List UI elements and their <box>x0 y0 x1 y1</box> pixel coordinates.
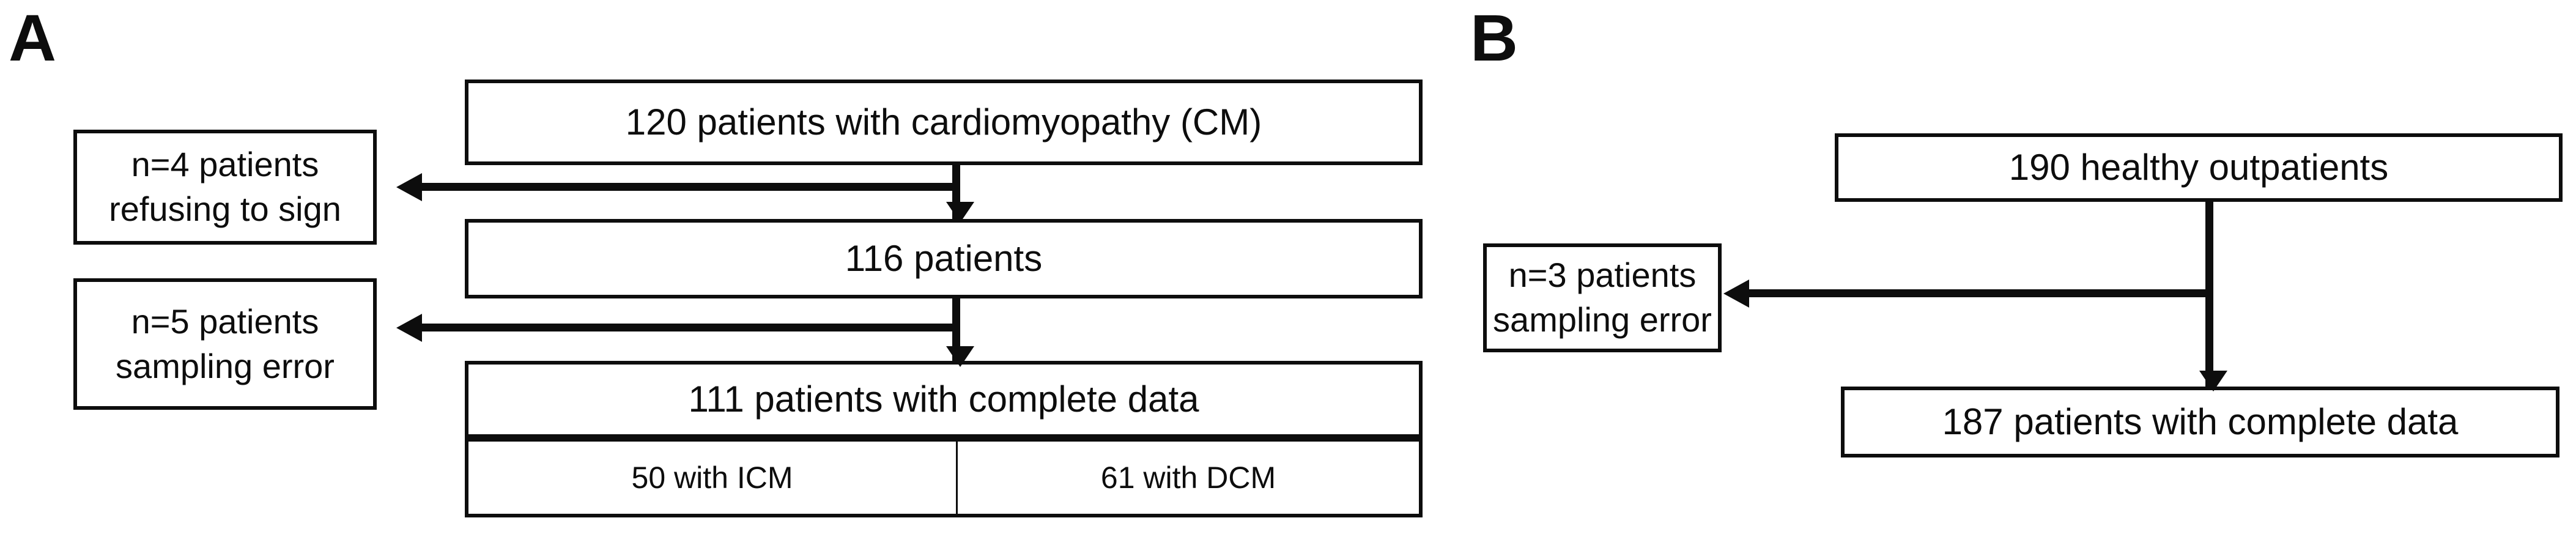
connector-116-to-sampling-horizontal <box>422 324 955 331</box>
box-cm-total-text: 120 patients with cardiomyopathy (CM) <box>625 101 1262 143</box>
box-187-complete-data: 187 patients with complete data <box>1841 387 2559 457</box>
connector-190-to-sampling-horizontal <box>1749 289 2209 297</box>
panel-b-label: B <box>1470 1 1518 75</box>
box-healthy-outpatients-text: 190 healthy outpatients <box>2008 146 2389 188</box>
box-111-complete-data: 111 patients with complete data <box>465 361 1423 438</box>
panel-a-label: A <box>9 1 56 75</box>
box-116-patients: 116 patients <box>465 219 1423 298</box>
box-sampling-error-a-text: n=5 patients sampling error <box>116 302 335 385</box>
box-dcm-subgroup-text: 61 with DCM <box>1100 460 1276 495</box>
box-sampling-error-b: n=3 patients sampling error <box>1483 243 1722 352</box>
box-icm-subgroup-text: 50 with ICM <box>631 460 793 495</box>
box-refused-to-sign: n=4 patients refusing to sign <box>73 130 377 245</box>
box-icm-subgroup: 50 with ICM <box>465 438 958 517</box>
box-187-complete-data-text: 187 patients with complete data <box>1942 401 2459 442</box>
box-sampling-error-b-text: n=3 patients sampling error <box>1493 256 1712 339</box>
box-healthy-outpatients: 190 healthy outpatients <box>1835 133 2563 202</box>
box-116-patients-text: 116 patients <box>845 237 1043 279</box>
box-111-complete-data-text: 111 patients with complete data <box>688 378 1199 420</box>
arrowhead-left-into-sampling-b <box>1723 280 1749 308</box>
connector-190-to-187-vertical <box>2205 201 2213 394</box>
connector-cm-to-refused-horizontal <box>422 183 955 191</box>
arrowhead-left-into-sampling-a <box>396 314 422 342</box>
box-sampling-error-a: n=5 patients sampling error <box>73 278 377 410</box>
arrowhead-down-into-116 <box>946 202 974 223</box>
arrowhead-down-into-111 <box>946 346 974 367</box>
arrowhead-down-into-187 <box>2199 371 2227 391</box>
arrowhead-left-into-refused <box>396 173 422 201</box>
box-cm-total: 120 patients with cardiomyopathy (CM) <box>465 80 1423 165</box>
box-dcm-subgroup: 61 with DCM <box>956 438 1423 517</box>
box-refused-to-sign-text: n=4 patients refusing to sign <box>109 145 341 228</box>
